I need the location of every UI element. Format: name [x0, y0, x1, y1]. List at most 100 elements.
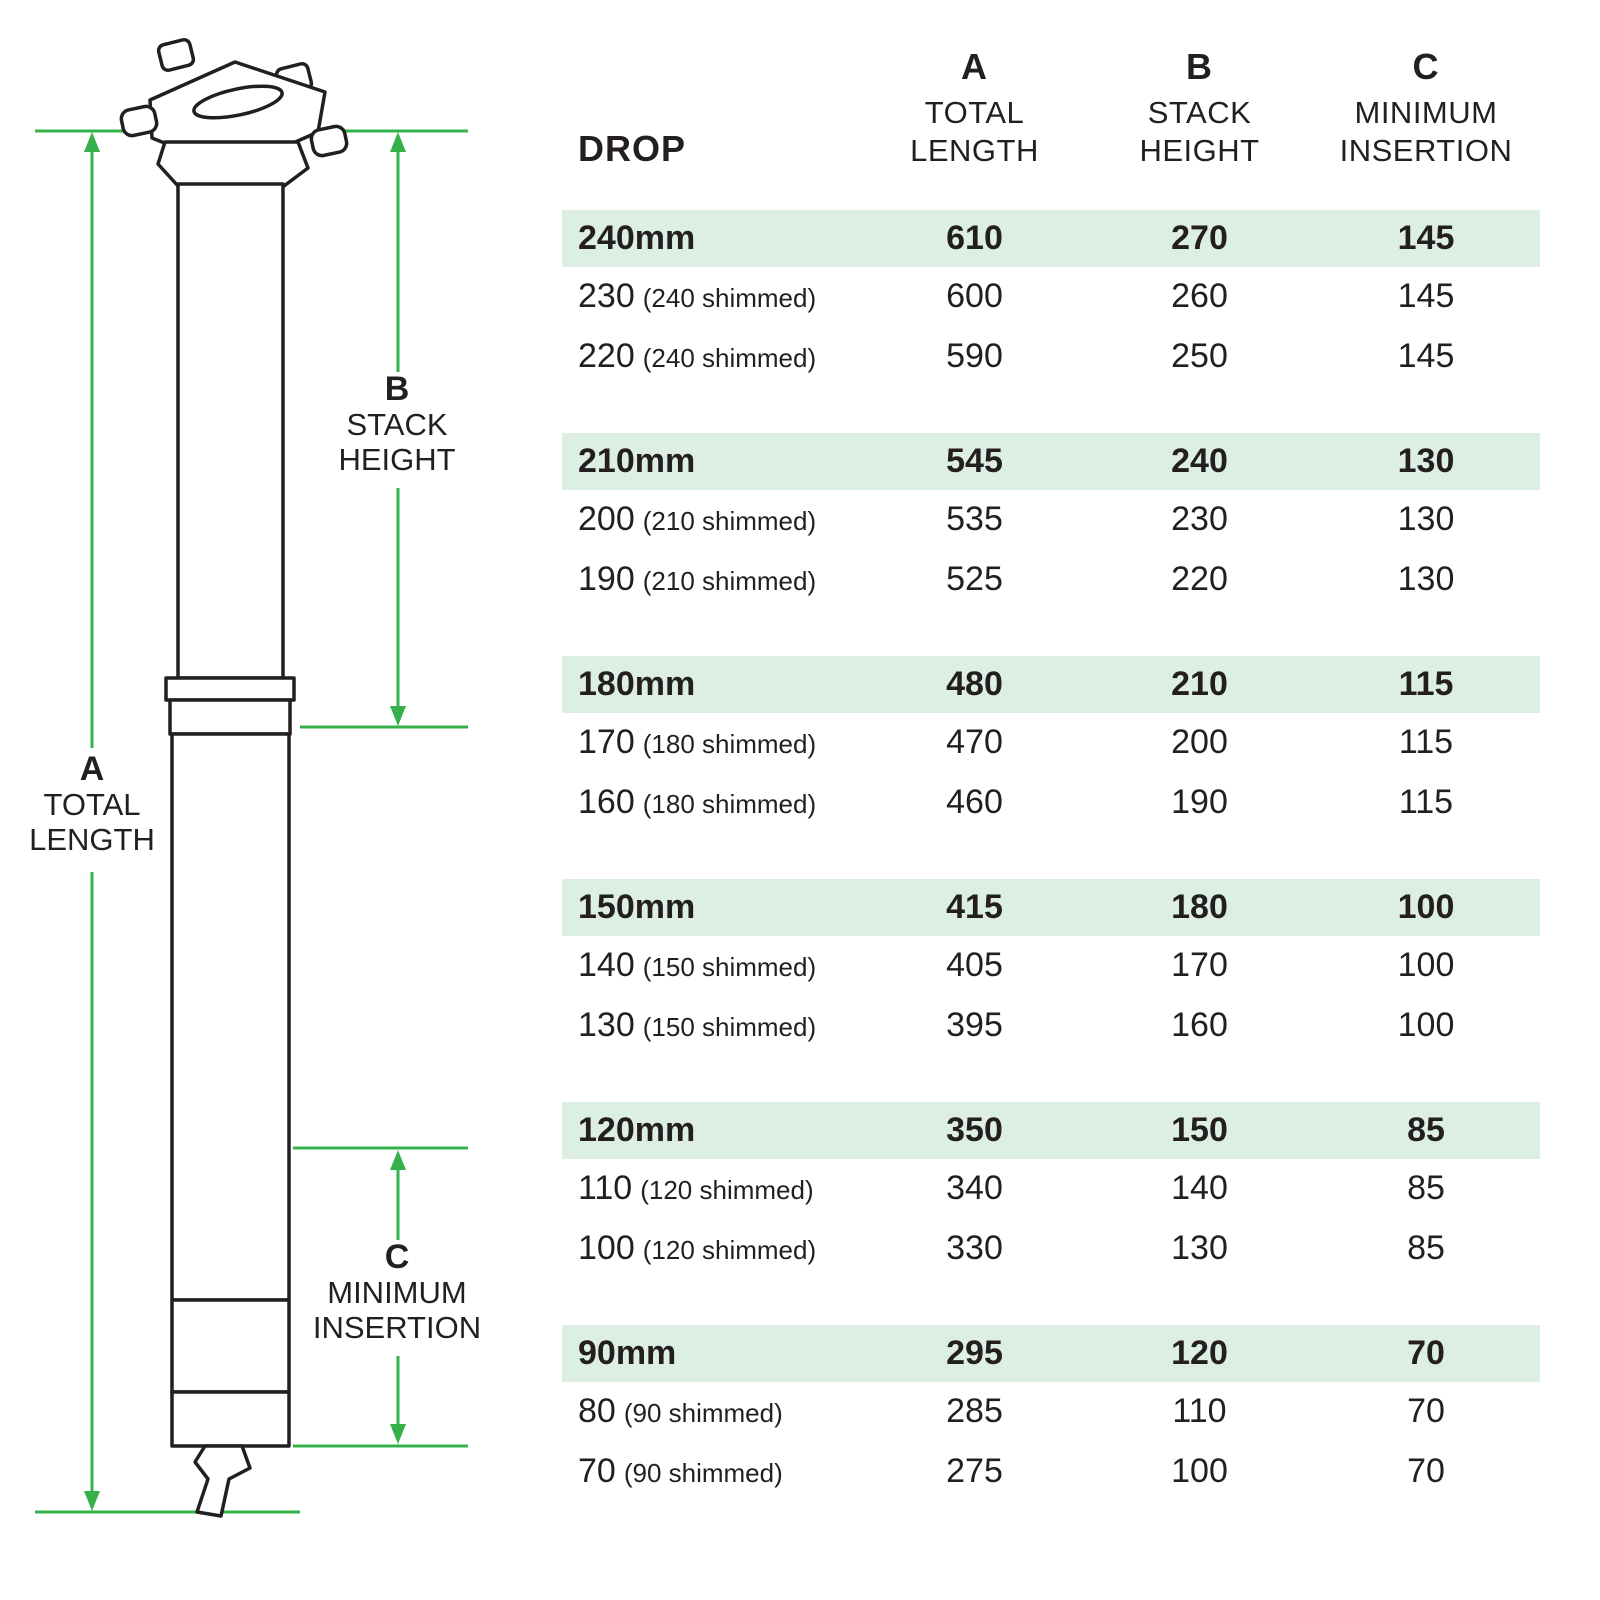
stack-height-value: 140 — [1171, 1169, 1228, 1208]
label-c-line1: MINIMUM — [327, 1275, 466, 1310]
label-c-letter: C — [385, 1238, 410, 1276]
saddle-clamp-slot — [192, 84, 284, 120]
seatpost-drawing — [119, 38, 349, 1518]
arrowhead-down — [84, 1491, 100, 1511]
minimum-insertion-value: 145 — [1397, 277, 1455, 316]
drop-value: 180mm — [578, 664, 696, 703]
drop-number: 200 — [578, 500, 635, 539]
column-word: LENGTH — [910, 132, 1039, 168]
drop-value: 90mm — [578, 1333, 677, 1372]
drop-number: 170 — [578, 723, 635, 762]
total-length-value: 470 — [946, 723, 1003, 762]
total-length-value: 275 — [946, 1452, 1003, 1491]
dimension-b-stack-height: B STACK HEIGHT — [300, 132, 468, 729]
lower-tube-section — [170, 1298, 291, 1394]
drop-number: 160 — [578, 783, 635, 822]
stack-height-value: 220 — [1171, 560, 1228, 599]
total-length-value: 590 — [946, 337, 1003, 376]
label-c-line2: INSERTION — [313, 1310, 481, 1345]
shim-note: (90 shimmed) — [623, 1458, 783, 1489]
total-length-value: 535 — [946, 500, 1003, 539]
label-b-letter: B — [385, 370, 410, 408]
column-letter-a: A — [961, 46, 988, 87]
column-header-stack-height: B STACK HEIGHT — [1087, 46, 1312, 170]
drop-value: 110(120 shimmed) — [562, 1169, 862, 1208]
total-length-value: 525 — [946, 560, 1003, 599]
collar-lip — [164, 676, 296, 702]
minimum-insertion-value: 145 — [1397, 218, 1455, 257]
stack-height-value: 200 — [1171, 723, 1228, 762]
drop-value: 130(150 shimmed) — [562, 1006, 862, 1045]
total-length-value: 545 — [946, 441, 1003, 480]
drop-number: 80 — [578, 1392, 616, 1431]
stack-height-value: 270 — [1171, 218, 1228, 257]
shim-note: (180 shimmed) — [642, 789, 817, 820]
drop-value: 200(210 shimmed) — [562, 500, 862, 539]
arrowhead-up — [390, 132, 406, 152]
shim-note: (90 shimmed) — [623, 1398, 783, 1429]
minimum-insertion-value: 85 — [1407, 1110, 1445, 1149]
total-length-value: 480 — [946, 664, 1003, 703]
stack-height-value: 230 — [1171, 500, 1228, 539]
clamp-cradle — [156, 140, 310, 188]
stack-height-value: 180 — [1171, 887, 1228, 926]
minimum-insertion-value: 130 — [1397, 500, 1455, 539]
drop-number: 230 — [578, 277, 635, 316]
column-header-total-length: A TOTAL LENGTH — [862, 46, 1087, 170]
minimum-insertion-value: 85 — [1407, 1229, 1445, 1268]
minimum-insertion-value: 70 — [1407, 1333, 1445, 1372]
shim-note: (150 shimmed) — [642, 1012, 817, 1043]
stack-height-value: 100 — [1171, 1452, 1228, 1491]
minimum-insertion-value: 100 — [1397, 1006, 1455, 1045]
column-word: TOTAL — [924, 95, 1025, 130]
bottom-cap — [170, 1390, 291, 1448]
spec-row: 200(210 shimmed) 535 230 130 — [562, 490, 1540, 550]
dimension-a-total-length: A TOTAL LENGTH — [29, 132, 155, 1511]
label-a-letter: A — [80, 750, 105, 788]
collar — [168, 698, 292, 736]
clamp-bolt-left — [156, 38, 196, 72]
spec-table: DROP A TOTAL LENGTH B STACK HEIGHT C MIN… — [562, 46, 1540, 1548]
drop-value: 240mm — [578, 218, 696, 257]
shim-note: (120 shimmed) — [640, 1175, 814, 1206]
stack-height-value: 170 — [1171, 946, 1228, 985]
minimum-insertion-value: 70 — [1407, 1392, 1445, 1431]
rail-stub-left — [119, 104, 159, 138]
drop-value: 220(240 shimmed) — [562, 337, 862, 376]
total-length-value: 600 — [946, 277, 1003, 316]
minimum-insertion-value: 145 — [1397, 337, 1455, 376]
label-b-line2: HEIGHT — [338, 442, 455, 477]
drop-value: 190(210 shimmed) — [562, 560, 862, 599]
drop-value: 70(90 shimmed) — [562, 1452, 862, 1491]
table-header: DROP A TOTAL LENGTH B STACK HEIGHT C MIN… — [562, 46, 1540, 170]
stack-height-value: 210 — [1171, 664, 1228, 703]
arrowhead-up — [390, 1150, 406, 1170]
shim-note: (120 shimmed) — [642, 1235, 817, 1266]
total-length-value: 285 — [946, 1392, 1003, 1431]
total-length-value: 350 — [946, 1110, 1003, 1149]
minimum-insertion-value: 130 — [1397, 441, 1455, 480]
stack-height-value: 130 — [1171, 1229, 1228, 1268]
arrowhead-down — [390, 706, 406, 726]
column-word: INSERTION — [1339, 132, 1513, 168]
drop-value: 210mm — [578, 441, 696, 480]
column-word: STACK — [1147, 95, 1252, 130]
column-word: HEIGHT — [1139, 132, 1260, 168]
shim-note: (240 shimmed) — [642, 283, 817, 314]
drop-value: 150mm — [578, 887, 696, 926]
drop-value: 120mm — [578, 1110, 696, 1149]
